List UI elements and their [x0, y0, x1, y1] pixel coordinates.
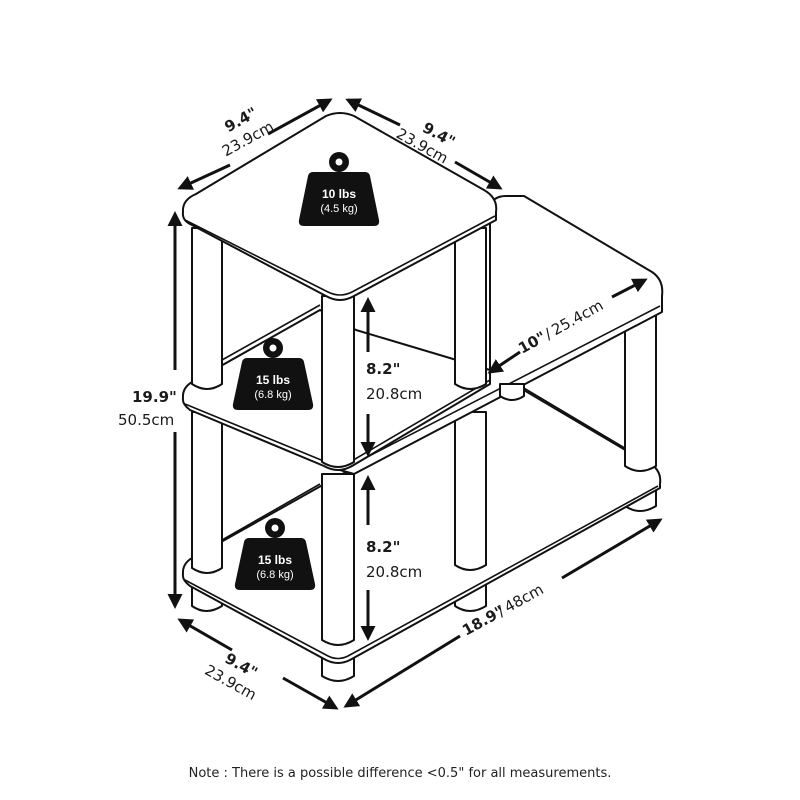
svg-text:20.8cm: 20.8cm [366, 563, 422, 581]
svg-text:19.9": 19.9" [132, 388, 177, 406]
arrow-icon [282, 676, 339, 710]
svg-text:(4.5 kg): (4.5 kg) [320, 203, 357, 215]
upper-posts [191, 227, 487, 468]
svg-text:8.2": 8.2" [366, 538, 400, 556]
step-back-edge [519, 387, 626, 451]
table-structure [181, 112, 664, 682]
back-edge-lower [221, 483, 321, 541]
arrow-icon [454, 160, 503, 190]
dim-total-height: 19.9" 50.5cm [118, 388, 177, 429]
arrow-icon [177, 618, 233, 652]
svg-text:20.8cm: 20.8cm [366, 385, 422, 403]
svg-text:48cm: 48cm [501, 580, 546, 616]
svg-text:15 lbs: 15 lbs [258, 553, 292, 567]
weight-icon [232, 338, 314, 410]
svg-text:8.2": 8.2" [366, 360, 400, 378]
weight-icon [298, 152, 380, 226]
dim-bottom-depth: 9.4" 23.9cm [202, 649, 261, 704]
weight-capacity-bottom: 15 lbs (6.8 kg) [234, 518, 316, 590]
arrow-icon [487, 350, 521, 374]
dim-lower-shelf-gap: 8.2" 20.8cm [366, 538, 422, 581]
svg-text:50.5cm: 50.5cm [118, 411, 174, 429]
weight-icon [234, 518, 316, 590]
arrow-icon [343, 634, 461, 708]
weight-capacity-middle: 15 lbs (6.8 kg) [232, 338, 314, 410]
arrow-icon [611, 278, 648, 299]
arrow-icon [345, 98, 401, 127]
dimension-arrows [167, 98, 663, 710]
svg-text:15 lbs: 15 lbs [256, 373, 290, 387]
lower-posts [191, 309, 657, 646]
arrow-icon [561, 518, 663, 580]
arrow-icon [177, 163, 231, 190]
svg-text:10 lbs: 10 lbs [322, 187, 356, 201]
arrow-icon [267, 98, 333, 136]
svg-text:(6.8 kg): (6.8 kg) [254, 389, 291, 401]
svg-text:(6.8 kg): (6.8 kg) [256, 569, 293, 581]
back-edge-upper [221, 304, 321, 361]
measurement-note: Note : There is a possible difference <0… [188, 766, 612, 781]
dim-upper-shelf-gap: 8.2" 20.8cm [366, 360, 422, 403]
weight-capacity-top: 10 lbs (4.5 kg) [298, 152, 380, 226]
